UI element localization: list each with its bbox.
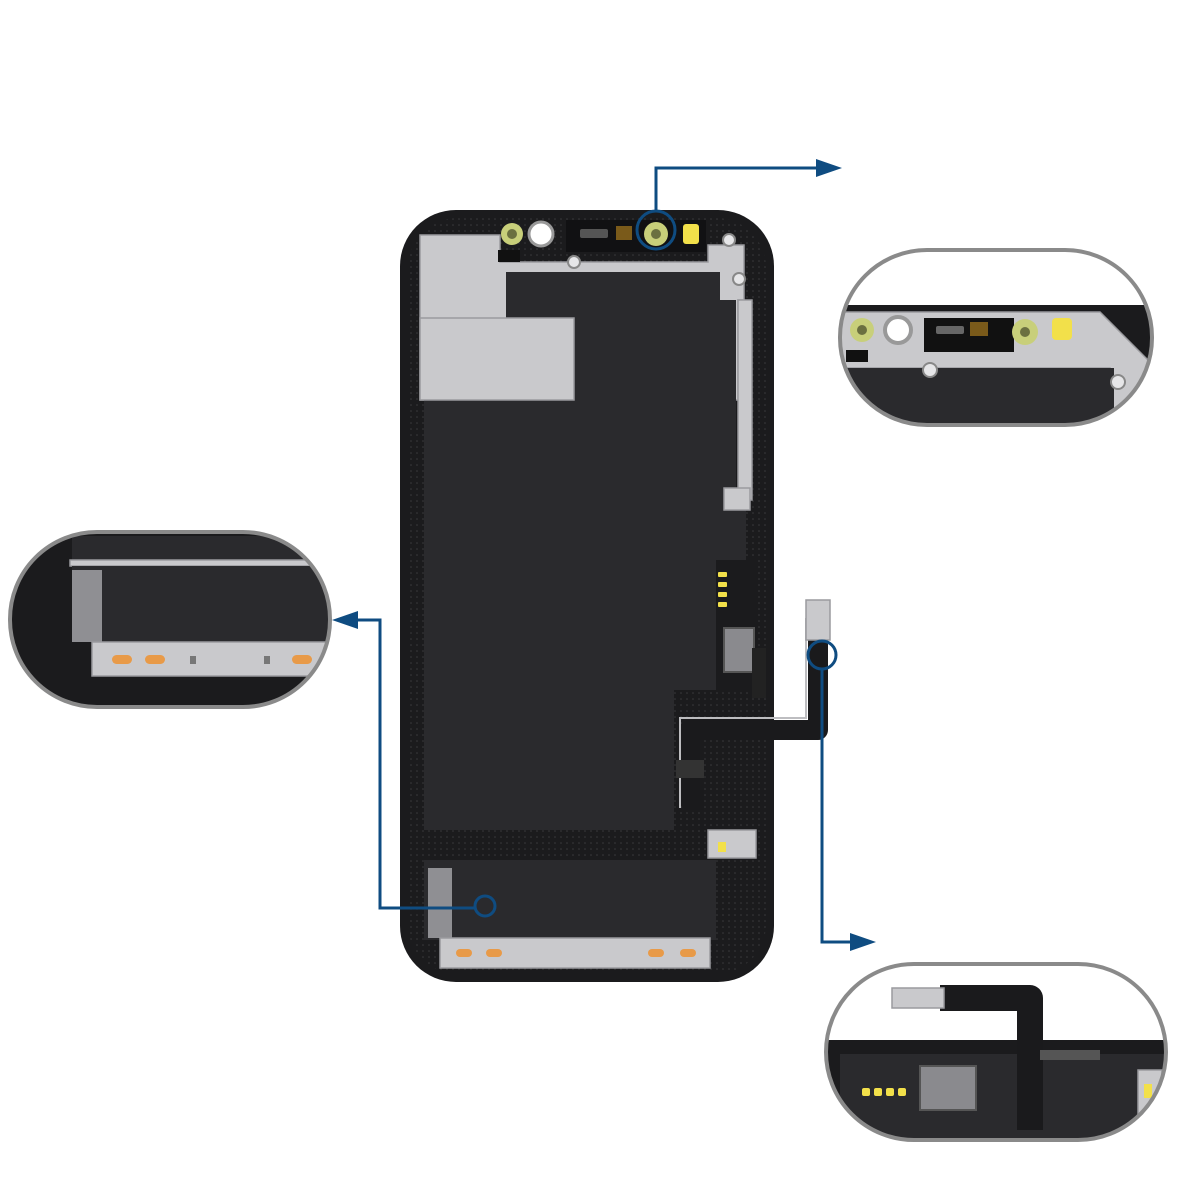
left-steel-plate — [419, 317, 575, 401]
flood-illuminator-pad — [683, 224, 699, 244]
screw-top-left — [567, 255, 581, 269]
panel-back-shield — [424, 272, 746, 830]
right-steel-strip — [737, 299, 753, 501]
arrow-head-left — [332, 611, 358, 629]
ambient-light-sensor-inner — [651, 229, 661, 239]
flex-cable-zoom — [824, 962, 1168, 1142]
bottom-left-steel — [428, 868, 452, 938]
bottom-pads — [456, 949, 696, 957]
display-assembly — [400, 210, 831, 982]
flex-connector-end — [676, 760, 704, 778]
zoom-border-bottom — [824, 962, 1168, 1142]
connector-block — [752, 648, 766, 698]
zoom-border-left — [8, 530, 332, 709]
front-camera-lens-inner — [507, 229, 517, 239]
lower-right-bracket — [707, 829, 757, 859]
bottom-edge-zoom — [8, 530, 332, 709]
callout-line-left — [356, 618, 475, 910]
callout-line-top — [654, 166, 816, 211]
screw-top-right — [722, 233, 736, 247]
lower-right-pad — [718, 842, 726, 852]
zoom-border-top — [838, 248, 1154, 427]
bottom-steel-rail — [439, 937, 711, 969]
flex-cable — [680, 614, 828, 810]
callout-left — [332, 611, 497, 918]
face-id-lens — [527, 220, 555, 248]
arrow-head-right — [850, 933, 876, 951]
callout-line-right — [820, 669, 852, 944]
right-clip — [723, 487, 751, 511]
proximity-window — [616, 226, 632, 240]
screw-right — [732, 272, 746, 286]
callout-right — [806, 639, 876, 951]
connector-shield — [723, 627, 755, 673]
small-black-chip — [498, 250, 520, 262]
gold-contacts — [718, 572, 727, 607]
callout-top — [635, 159, 842, 251]
bottom-shield-block — [424, 860, 716, 940]
earpiece-slot — [580, 229, 608, 238]
flex-connector-tab — [805, 599, 831, 641]
bottom-ring — [473, 894, 497, 918]
top-bracket-zoom — [838, 248, 1154, 427]
arrow-head-top — [816, 159, 842, 177]
